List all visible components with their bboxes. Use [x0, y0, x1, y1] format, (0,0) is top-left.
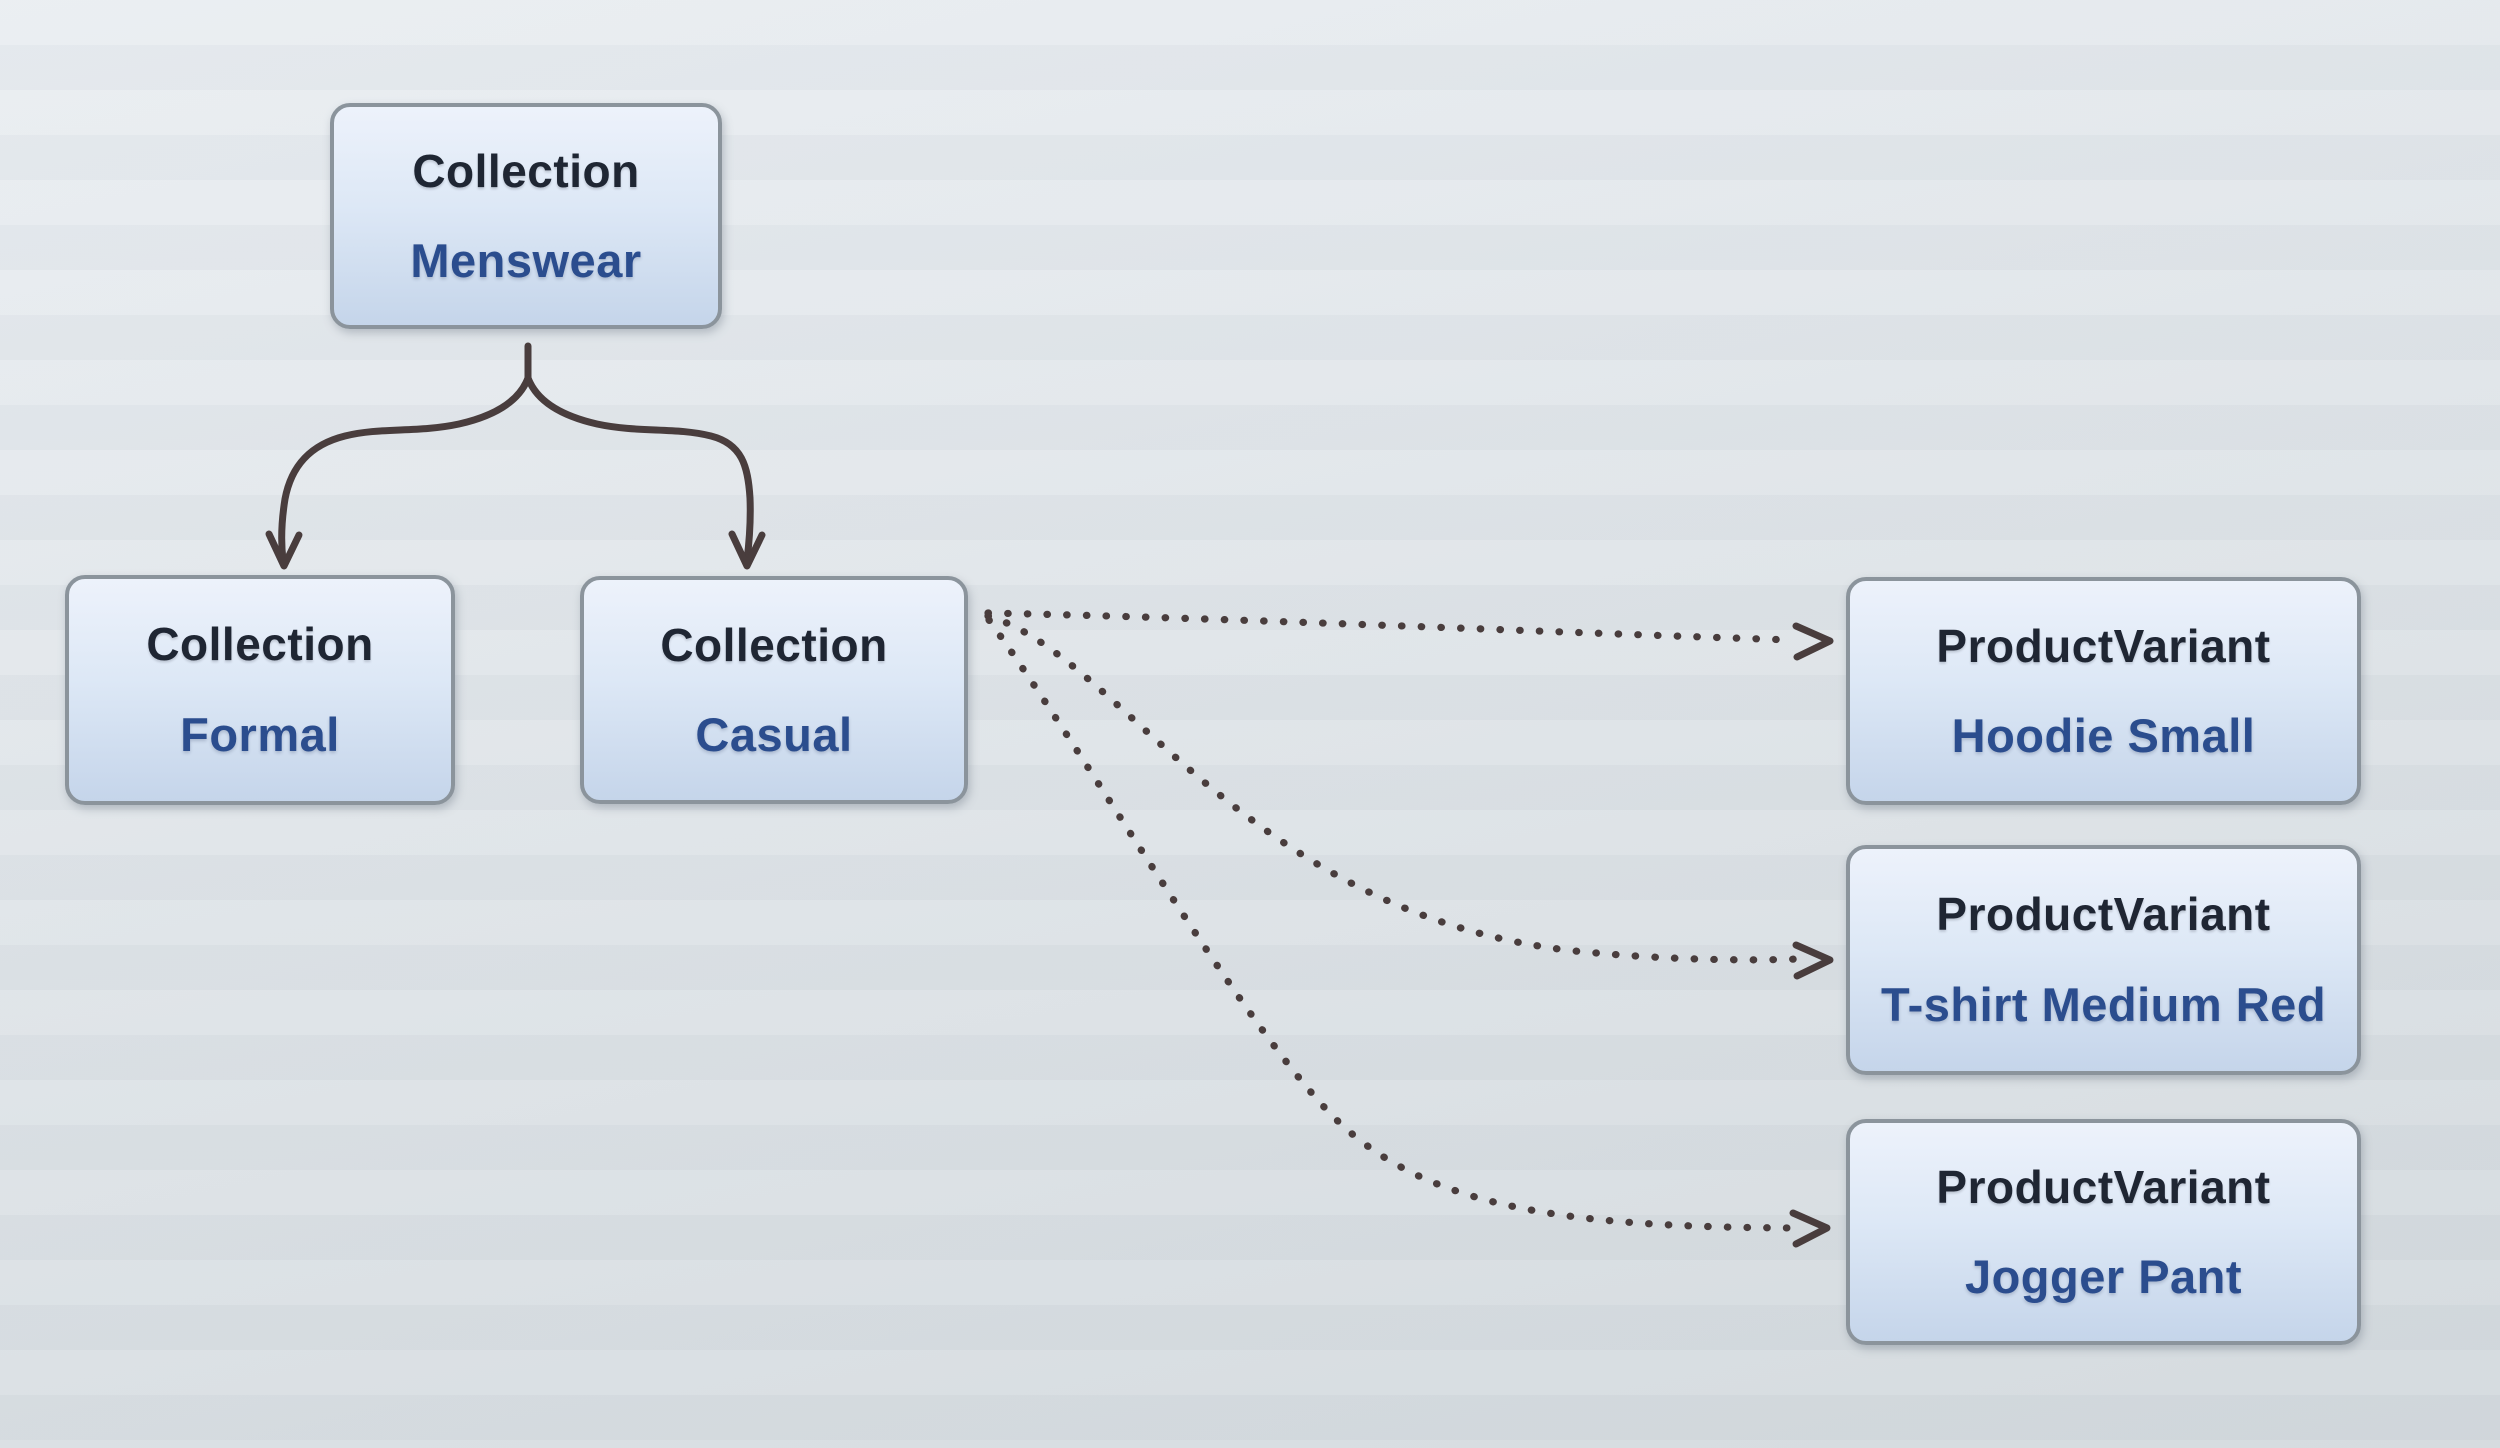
- edge-casual-hoodie-small-arrowhead: [1792, 622, 1834, 661]
- node-name-label: Jogger Pant: [1964, 1249, 2243, 1303]
- node-type-label: ProductVariant: [1936, 1161, 2271, 1214]
- edge-menswear-formal: [278, 374, 532, 564]
- node-type-label: Collection: [412, 145, 640, 198]
- node-name-label: T-shirt Medium Red: [1880, 978, 2327, 1032]
- node-type-label: ProductVariant: [1936, 888, 2271, 941]
- node-name-label: Formal: [180, 708, 340, 762]
- node-name-label: Casual: [695, 707, 853, 761]
- node-collection-menswear: Collection Menswear: [330, 103, 722, 329]
- edge-casual-jogger-pant-arrowhead: [1789, 1209, 1831, 1248]
- edge-casual-tshirt-medium-red-arrowhead: [1792, 941, 1834, 980]
- node-name-label: Menswear: [410, 233, 642, 287]
- node-type-label: Collection: [660, 618, 888, 671]
- edge-menswear-casual-arrowhead: [728, 530, 766, 570]
- node-collection-formal: Collection Formal: [65, 575, 455, 805]
- node-type-label: Collection: [146, 618, 374, 671]
- edge-casual-tshirt-medium-red: [984, 612, 1801, 964]
- node-productvariant-hoodie-small: ProductVariant Hoodie Small: [1846, 577, 2361, 805]
- edge-menswear-formal-arrowhead: [265, 530, 303, 570]
- edge-menswear-casual: [524, 374, 754, 564]
- node-name-label: Hoodie Small: [1951, 708, 2256, 762]
- node-collection-casual: Collection Casual: [580, 576, 968, 804]
- node-type-label: ProductVariant: [1936, 619, 2271, 672]
- node-productvariant-jogger-pant: ProductVariant Jogger Pant: [1846, 1119, 2361, 1345]
- node-productvariant-tshirt-medium-red: ProductVariant T-shirt Medium Red: [1846, 845, 2361, 1075]
- edge-casual-jogger-pant: [985, 616, 1799, 1232]
- edge-casual-hoodie-small: [984, 609, 1797, 644]
